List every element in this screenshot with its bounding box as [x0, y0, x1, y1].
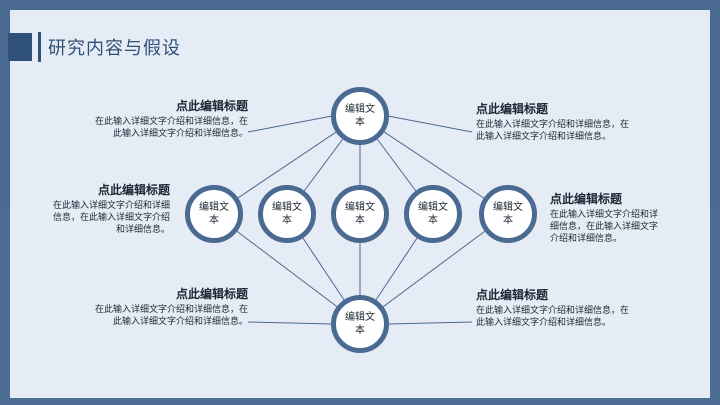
block-line[interactable]: 此输入详细文字介绍和详细信息。 — [112, 317, 248, 327]
text-block-top-left: 点此编辑标题 在此输入详细文字介绍和详细信息，在 此输入详细文字介绍和详细信息。 — [62, 98, 248, 140]
block-line[interactable]: 信息，在此输入详细文字介绍 — [52, 213, 170, 223]
node-mid-5[interactable]: 编辑文本 — [479, 185, 537, 243]
node-mid-1[interactable]: 编辑文本 — [185, 185, 243, 243]
block-line[interactable]: 在此输入详细文字介绍和详细信息，在 — [476, 306, 630, 316]
block-line[interactable]: 在此输入详细文字介绍和详细信息，在 — [94, 305, 248, 315]
block-line[interactable]: 此输入详细文字介绍和详细信息。 — [112, 129, 248, 139]
block-line[interactable]: 在此输入详细文字介绍和详细信息，在 — [94, 117, 248, 127]
block-heading[interactable]: 点此编辑标题 — [550, 192, 623, 206]
block-heading[interactable]: 点此编辑标题 — [175, 99, 248, 113]
title-accent-block — [8, 33, 32, 61]
text-block-top-right: 点此编辑标题 在此输入详细文字介绍和详细信息，在 此输入详细文字介绍和详细信息。 — [476, 101, 676, 143]
text-block-bottom-left: 点此编辑标题 在此输入详细文字介绍和详细信息，在 此输入详细文字介绍和详细信息。 — [62, 286, 248, 328]
block-heading[interactable]: 点此编辑标题 — [476, 102, 549, 116]
text-block-mid-left: 点此编辑标题 在此输入详细文字介绍和详细 信息，在此输入详细文字介绍 和详细信息… — [22, 182, 170, 236]
block-line[interactable]: 和详细信息。 — [115, 225, 170, 235]
slide-title: 研究内容与假设 — [48, 38, 181, 59]
title-accent-bar — [38, 32, 41, 62]
node-mid-4[interactable]: 编辑文本 — [404, 185, 462, 243]
node-top[interactable]: 编辑文本 — [331, 87, 389, 145]
block-line[interactable]: 细信息，在此输入详细文字 — [550, 222, 659, 232]
block-heading[interactable]: 点此编辑标题 — [175, 287, 248, 301]
text-block-bottom-right: 点此编辑标题 在此输入详细文字介绍和详细信息，在 此输入详细文字介绍和详细信息。 — [476, 287, 676, 329]
block-heading[interactable]: 点此编辑标题 — [97, 183, 170, 197]
block-heading[interactable]: 点此编辑标题 — [476, 288, 549, 302]
block-line[interactable]: 在此输入详细文字介绍和详细 — [52, 201, 170, 211]
text-block-mid-right: 点此编辑标题 在此输入详细文字介绍和详 细信息，在此输入详细文字 介绍和详细信息… — [550, 191, 690, 245]
block-line[interactable]: 此输入详细文字介绍和详细信息。 — [476, 318, 612, 328]
block-line[interactable]: 此输入详细文字介绍和详细信息。 — [476, 132, 612, 142]
block-line[interactable]: 在此输入详细文字介绍和详 — [550, 210, 659, 220]
node-bottom[interactable]: 编辑文本 — [331, 295, 389, 353]
block-line[interactable]: 介绍和详细信息。 — [550, 234, 623, 244]
node-mid-2[interactable]: 编辑文本 — [258, 185, 316, 243]
block-line[interactable]: 在此输入详细文字介绍和详细信息，在 — [476, 120, 630, 130]
node-mid-3[interactable]: 编辑文本 — [331, 185, 389, 243]
